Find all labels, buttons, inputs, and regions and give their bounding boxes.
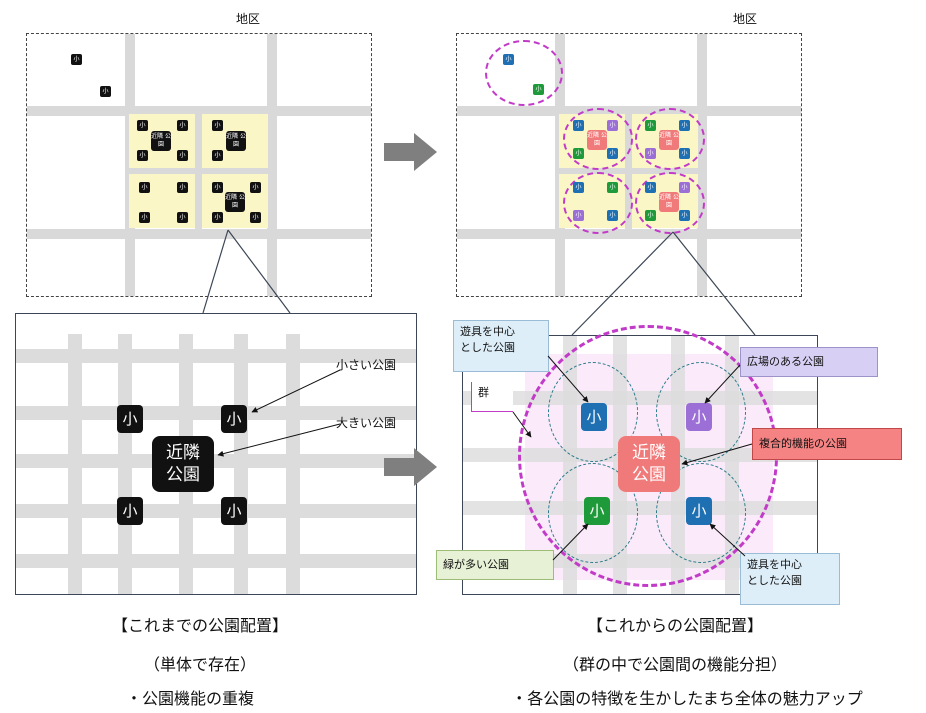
group-label: 群 xyxy=(471,382,513,412)
caption-right-title: 【これからの公園配置】 xyxy=(586,616,763,635)
group-ring xyxy=(635,108,705,170)
small-park: 小 xyxy=(117,497,143,525)
mini-small-park: 小 xyxy=(679,148,690,159)
label-large-park: 大きい公園 xyxy=(336,416,397,430)
blue-small-park: 小 xyxy=(581,403,607,431)
mini-small-park: 小 xyxy=(100,86,111,97)
caption-right-sub: （群の中で公園間の機能分担） xyxy=(562,655,787,674)
mini-small-park: 小 xyxy=(573,120,584,131)
left-detail-panel xyxy=(15,313,417,595)
mini-small-park: 小 xyxy=(645,120,656,131)
mini-small-park: 小 xyxy=(533,84,544,95)
mini-small-park: 小 xyxy=(679,120,690,131)
mini-small-park: 小 xyxy=(573,210,584,221)
mini-small-park: 小 xyxy=(503,54,514,65)
mini-neighborhood-park: 近隣 公園 xyxy=(226,131,246,151)
mini-small-park: 小 xyxy=(573,148,584,159)
mini-small-park: 小 xyxy=(645,148,656,159)
caption-left-sub: （単体で存在） xyxy=(143,655,256,674)
mini-small-park: 小 xyxy=(177,120,188,131)
group-label-text: 群 xyxy=(478,386,489,399)
mini-small-park: 小 xyxy=(679,182,690,193)
district-label-right: 地区 xyxy=(733,12,758,26)
mini-neighborhood-park: 近隣 公園 xyxy=(151,131,171,151)
mini-small-park: 小 xyxy=(139,182,150,193)
small-park: 小 xyxy=(117,405,143,433)
callout-playground-bottom: 遊具を中心 とした公園 xyxy=(740,553,840,605)
callout-playground-top: 遊具を中心 とした公園 xyxy=(453,320,549,372)
arrow-right-top xyxy=(384,133,437,171)
group-ring-small xyxy=(485,40,563,106)
purple-small-park: 小 xyxy=(686,403,712,431)
caption-left-title: 【これまでの公園配置】 xyxy=(111,616,288,635)
mini-neighborhood-park: 近隣 公園 xyxy=(587,130,607,150)
mini-small-park: 小 xyxy=(607,120,618,131)
blue-small-park: 小 xyxy=(686,497,712,525)
green-small-park: 小 xyxy=(584,497,610,525)
mini-small-park: 小 xyxy=(137,120,148,131)
callout-plaza: 広場のある公園 xyxy=(740,347,878,377)
mini-small-park: 小 xyxy=(212,150,223,161)
mini-small-park: 小 xyxy=(177,212,188,223)
mini-small-park: 小 xyxy=(607,182,618,193)
caption-left-point: ・公園機能の重複 xyxy=(125,689,254,708)
mini-small-park: 小 xyxy=(607,148,618,159)
mini-neighborhood-park: 近隣 公園 xyxy=(659,130,679,150)
mini-small-park: 小 xyxy=(212,120,223,131)
right-district-map: 小 小 小 小 小 小 近隣 公園 小 小 小 小 近隣 公園 小 小 小 小 … xyxy=(456,33,802,297)
sub-ring xyxy=(548,463,638,563)
mini-small-park: 小 xyxy=(250,182,261,193)
mini-neighborhood-park: 近隣 公園 xyxy=(225,192,245,212)
mini-small-park: 小 xyxy=(212,182,223,193)
small-park: 小 xyxy=(221,405,247,433)
district-label-left: 地区 xyxy=(236,12,261,26)
label-small-park: 小さい公園 xyxy=(336,358,397,372)
callout-multifunction: 複合的機能の公園 xyxy=(752,428,902,460)
mini-small-park: 小 xyxy=(137,150,148,161)
neighborhood-park: 近隣 公園 xyxy=(152,436,214,492)
multifunction-neighborhood-park: 近隣 公園 xyxy=(618,436,680,492)
mini-small-park: 小 xyxy=(645,210,656,221)
mini-small-park: 小 xyxy=(71,54,82,65)
mini-neighborhood-park: 近隣 公園 xyxy=(659,192,679,212)
mini-small-park: 小 xyxy=(250,212,261,223)
left-district-map: 小 小 小 小 小 小 近隣 公園 小 小 近隣 公園 小 小 小 小 小 小 … xyxy=(26,33,372,297)
mini-small-park: 小 xyxy=(177,182,188,193)
mini-small-park: 小 xyxy=(573,182,584,193)
sub-ring xyxy=(548,362,638,462)
small-park: 小 xyxy=(221,497,247,525)
mini-small-park: 小 xyxy=(607,210,618,221)
mini-small-park: 小 xyxy=(679,210,690,221)
mini-small-park: 小 xyxy=(645,182,656,193)
group-ring xyxy=(563,108,633,170)
callout-green: 緑が多い公園 xyxy=(436,550,554,580)
mini-small-park: 小 xyxy=(177,150,188,161)
caption-right-point: ・各公園の特徴を生かしたまち全体の魅力アップ xyxy=(511,689,863,708)
mini-small-park: 小 xyxy=(139,212,150,223)
mini-small-park: 小 xyxy=(212,212,223,223)
